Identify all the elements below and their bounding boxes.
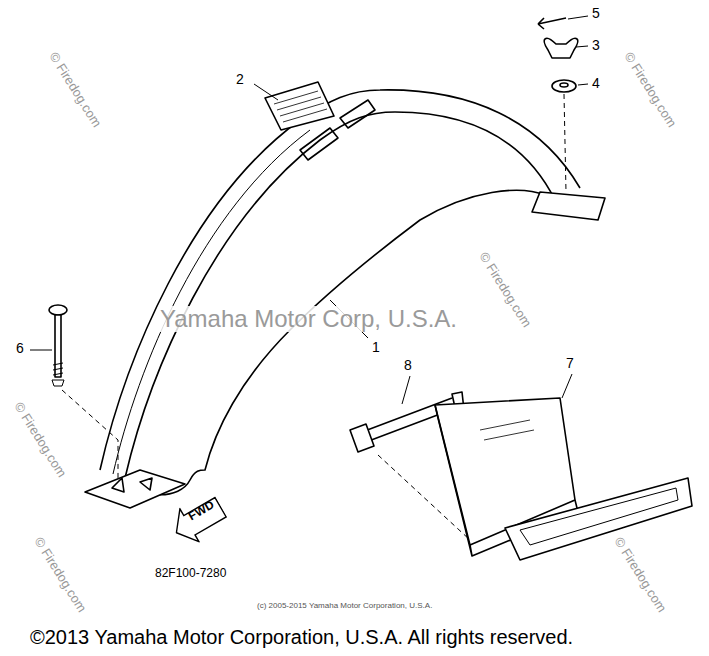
fender-strap xyxy=(340,100,375,128)
callout-number: 4 xyxy=(592,76,600,91)
bolt xyxy=(55,315,61,377)
assembly-line xyxy=(564,94,566,192)
callout-number: 7 xyxy=(566,356,574,371)
leader-line xyxy=(30,16,588,404)
watermark: © Firedog.com xyxy=(11,400,68,480)
fender-foot xyxy=(532,192,605,220)
watermark: Yamaha Motor Corp, U.S.A. xyxy=(160,306,457,332)
note-text: (c) 2005-2015 Yamaha Motor Corporation, … xyxy=(257,602,432,611)
note-text: ©2013 Yamaha Motor Corporation, U.S.A. A… xyxy=(30,626,573,648)
watermark: © Firedog.com xyxy=(476,250,533,330)
fender-outline xyxy=(113,130,310,474)
wing-nut xyxy=(544,38,577,58)
battery-box xyxy=(480,420,534,440)
cotter-pin xyxy=(538,18,566,29)
fender-foot xyxy=(85,470,185,508)
fender-foot xyxy=(112,478,152,492)
watermark: © Firedog.com xyxy=(46,50,103,130)
note-text: 82F100-7280 xyxy=(155,567,226,580)
callout-number: 2 xyxy=(236,72,244,87)
washer xyxy=(560,83,568,87)
washer xyxy=(552,80,576,92)
bolt xyxy=(52,363,64,386)
box-bracket xyxy=(520,488,678,545)
watermark: © Firedog.com xyxy=(621,50,678,130)
callout-number: 3 xyxy=(592,38,600,53)
callout-number: 8 xyxy=(404,358,412,373)
callout-number: 6 xyxy=(16,341,24,356)
direction-arrow: FWD xyxy=(166,489,232,550)
bolt xyxy=(49,305,67,315)
fender-strap xyxy=(300,128,338,160)
arrow-shape xyxy=(167,491,230,549)
assembly-line xyxy=(62,390,118,478)
callout-number: 1 xyxy=(372,340,380,355)
label-plate xyxy=(265,82,334,130)
label-plate xyxy=(274,91,327,122)
watermark: © Firedog.com xyxy=(31,535,88,615)
box-bracket xyxy=(505,478,692,560)
watermark: © Firedog.com xyxy=(611,535,668,615)
callout-number: 5 xyxy=(592,6,600,21)
